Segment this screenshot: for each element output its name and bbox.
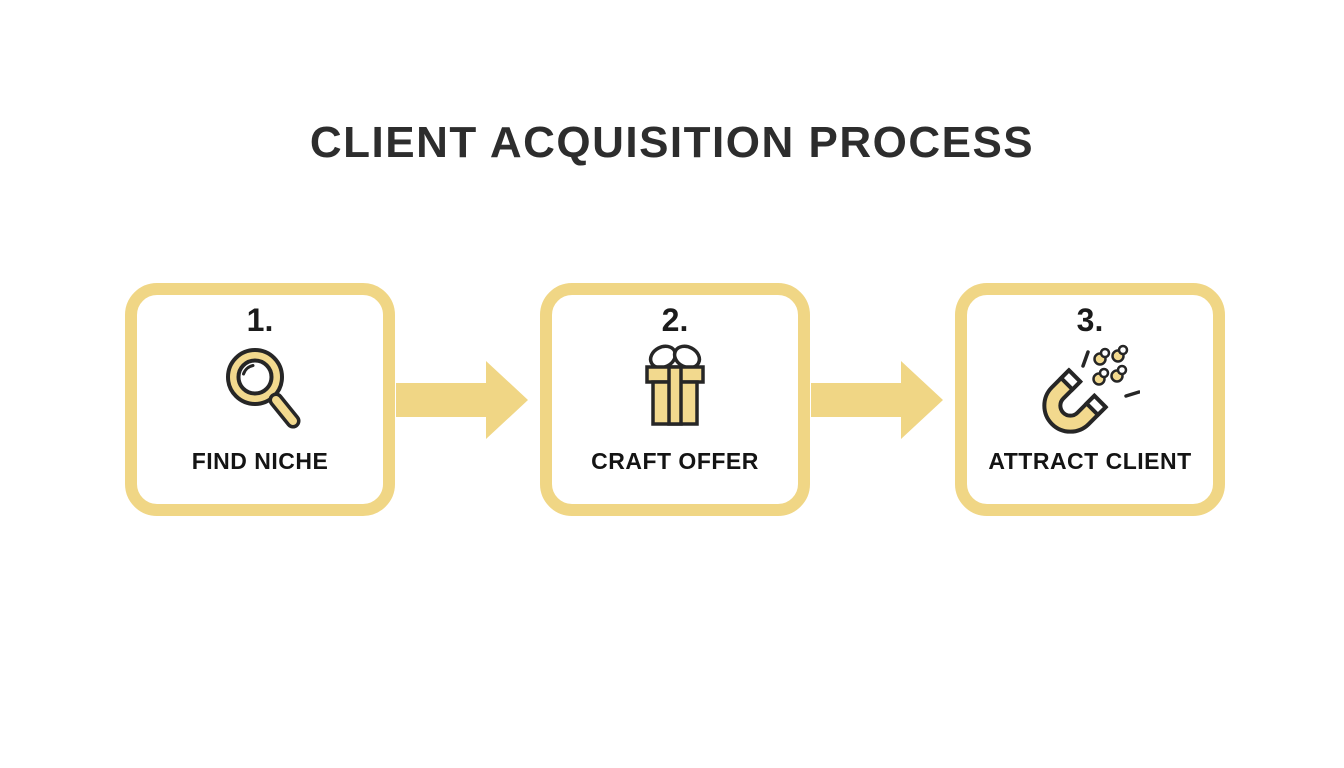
step-label: CRAFT OFFER [591,448,759,475]
step-number: 3. [1076,302,1104,338]
gift-box-icon [645,344,705,426]
arrow-right-icon [811,361,943,439]
step-label: ATTRACT CLIENT [988,448,1192,475]
step-box-craft-offer: 2. CRAFT OFFER [540,283,810,516]
step-number: 1. [246,302,274,338]
page-title: CLIENT ACQUISITION PROCESS [309,118,1035,167]
arrow-right-icon [396,361,528,439]
magnifier-search-icon [226,348,301,429]
step-number: 2. [661,302,689,338]
step-box-find-niche: 1. FIND NICHE [125,283,395,516]
attracted-client-particles [1092,344,1129,386]
step-label: FIND NICHE [191,448,329,475]
magnet-icon [1042,344,1140,434]
step-box-attract-client: 3. ATTRACT CLIENT [955,283,1225,516]
